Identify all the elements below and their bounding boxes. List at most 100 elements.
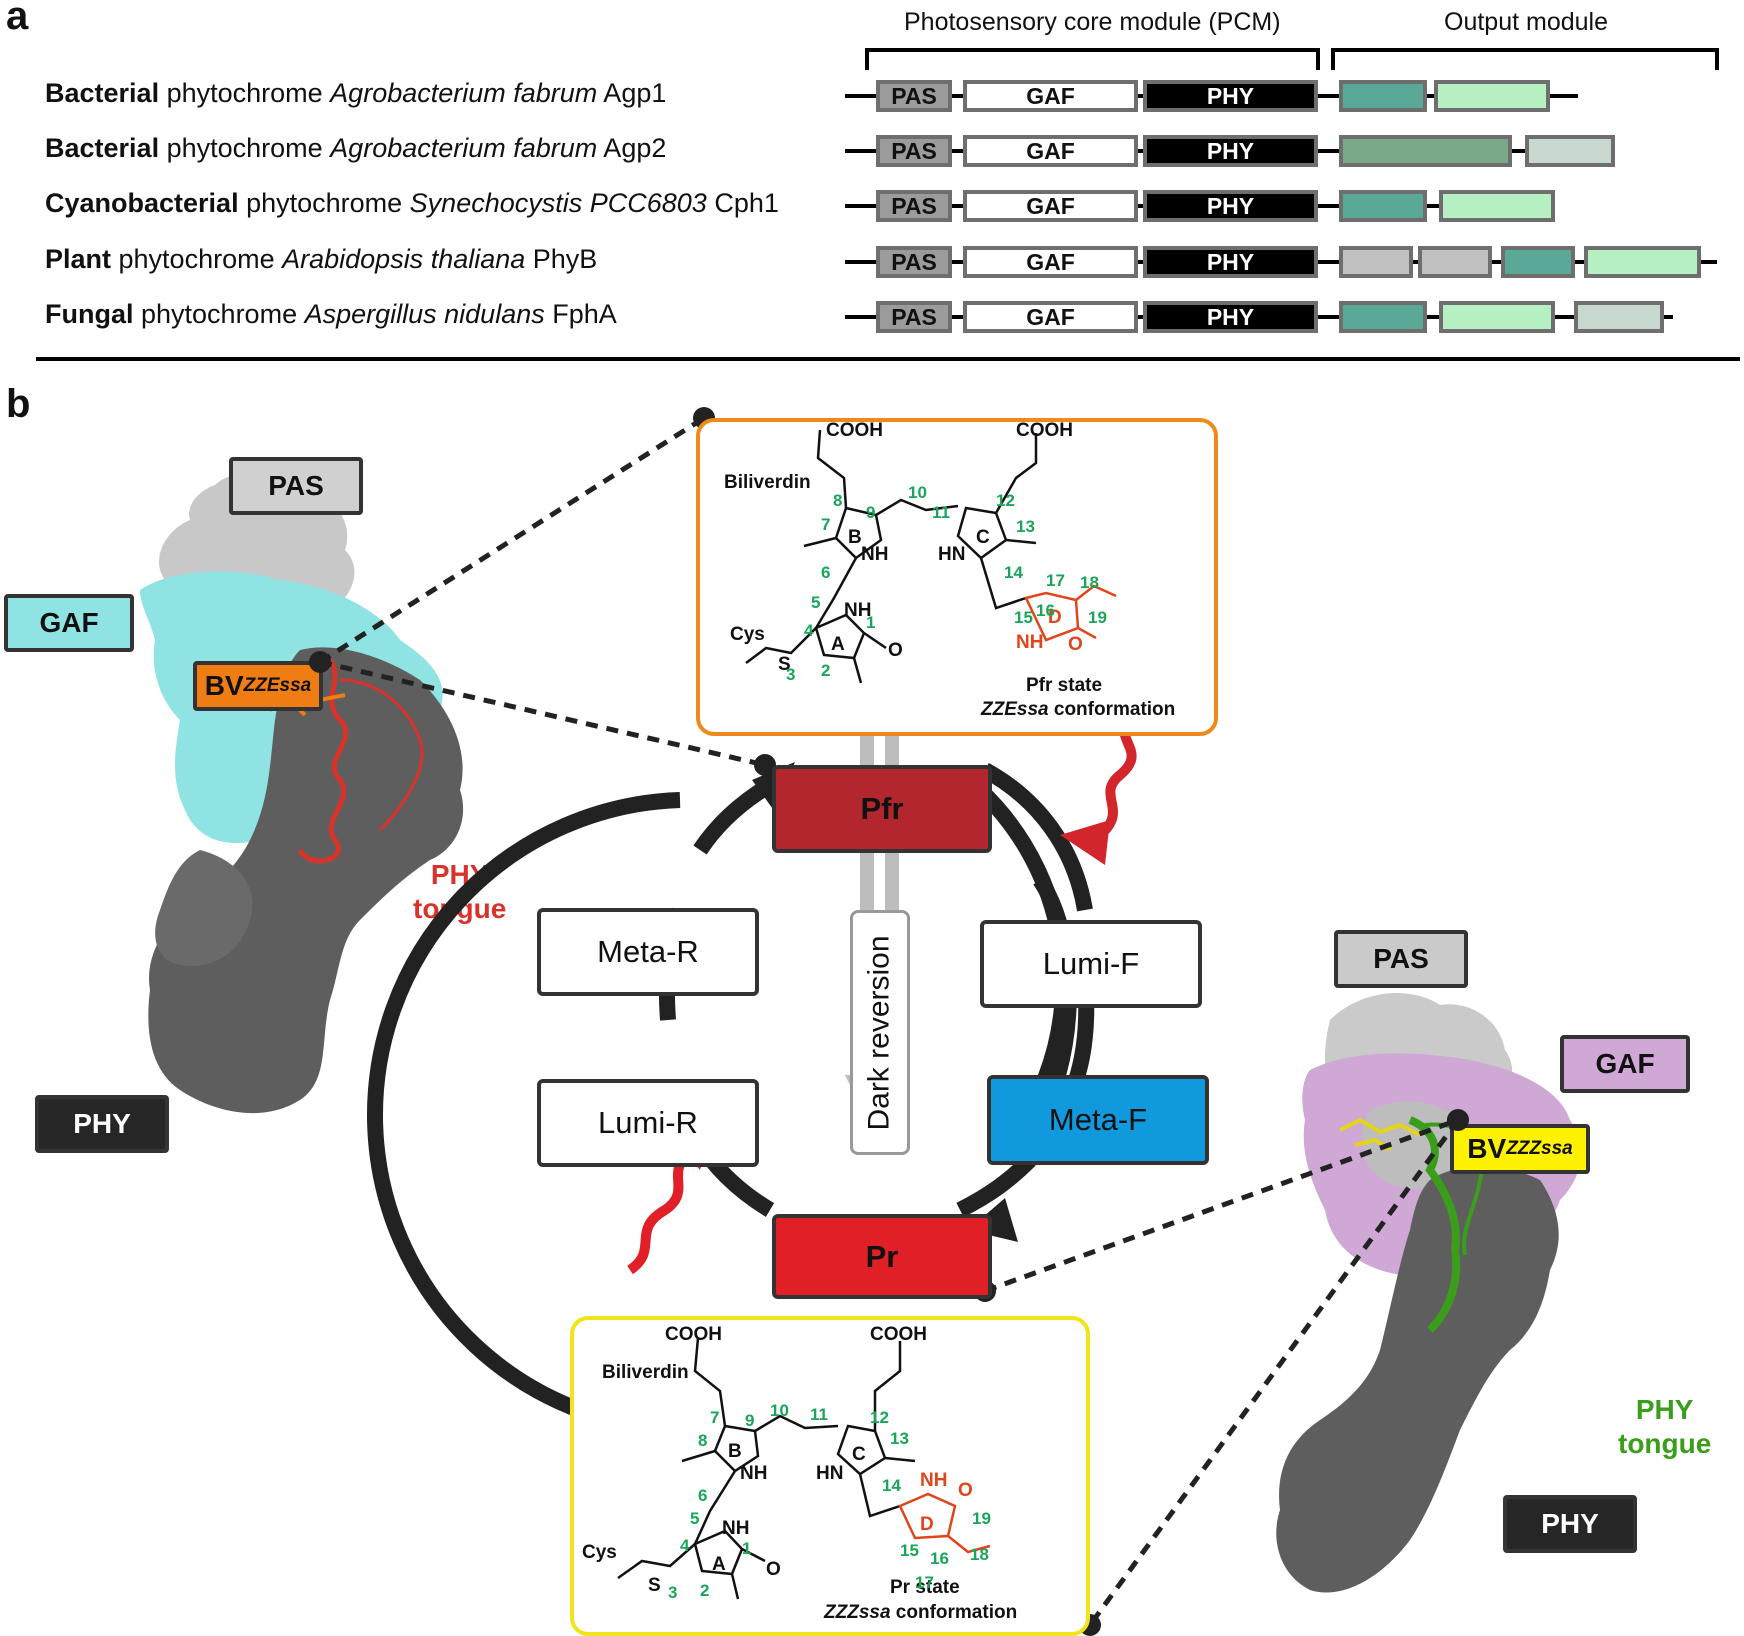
- output-module-header: Output module: [1444, 8, 1608, 36]
- pfr-biliverdin-structure: COOH COOH Biliverdin B C NH HN A NH O Cy…: [724, 420, 1175, 720]
- svg-text:7: 7: [821, 515, 830, 534]
- output-domain-grey: [1339, 246, 1413, 278]
- gaf-domain: GAF: [963, 246, 1138, 278]
- pr-state: Pr: [772, 1214, 992, 1299]
- row-agp1-label: Bacterial phytochrome Agrobacterium fabr…: [45, 78, 667, 108]
- svg-text:10: 10: [770, 1401, 789, 1420]
- svg-text:4: 4: [680, 1536, 690, 1555]
- output-domain-lightgreen: [1439, 301, 1555, 333]
- svg-text:10: 10: [908, 483, 927, 502]
- row-cph1-label: Cyanobacterial phytochrome Synechocystis…: [45, 188, 779, 218]
- phy-domain: PHY: [1143, 246, 1318, 278]
- right-gaf-tag: GAF: [1560, 1035, 1690, 1093]
- chem-label: COOH: [870, 1324, 927, 1345]
- phy-domain: PHY: [1143, 135, 1318, 167]
- svg-text:18: 18: [1080, 573, 1099, 592]
- pr-conformation-caption: ZZZssa conformation: [823, 1602, 1017, 1623]
- output-domain-darkgreen: [1339, 135, 1512, 167]
- row-agp2-label: Bacterial phytochrome Agrobacterium fabr…: [45, 133, 667, 163]
- svg-text:11: 11: [810, 1405, 828, 1424]
- svg-text:15: 15: [900, 1541, 919, 1560]
- pr-biliverdin-box: [570, 1316, 1090, 1636]
- right-protein-structure: [1276, 993, 1581, 1593]
- chem-label: NH: [740, 1463, 767, 1484]
- svg-text:1: 1: [866, 613, 875, 632]
- chem-label: A: [712, 1554, 726, 1575]
- svg-text:19: 19: [1088, 608, 1107, 627]
- pas-domain: PAS: [876, 246, 952, 278]
- chem-label: O: [766, 1559, 781, 1580]
- chem-label: O: [888, 640, 903, 661]
- svg-text:12: 12: [870, 1408, 889, 1427]
- svg-text:13: 13: [1016, 517, 1035, 536]
- chem-label: O: [1068, 634, 1083, 655]
- gaf-domain: GAF: [963, 301, 1138, 333]
- row-phyb-label: Plant phytochrome Arabidopsis thaliana P…: [45, 244, 598, 274]
- svg-text:3: 3: [786, 665, 795, 684]
- chem-label: Cys: [730, 624, 765, 645]
- svg-text:18: 18: [970, 1545, 989, 1564]
- chem-label: HN: [938, 544, 965, 565]
- svg-text:17: 17: [915, 1573, 934, 1592]
- chem-label: NH: [1016, 632, 1043, 653]
- output-domain-teal: [1339, 80, 1427, 112]
- chem-label: S: [648, 1575, 661, 1596]
- phy-domain: PHY: [1143, 190, 1318, 222]
- panel-b-letter: b: [6, 382, 31, 426]
- chem-label: B: [848, 527, 862, 548]
- phy-domain: PHY: [1143, 301, 1318, 333]
- gaf-domain: GAF: [963, 135, 1138, 167]
- svg-text:14: 14: [882, 1476, 901, 1495]
- pas-domain: PAS: [876, 190, 952, 222]
- pfr-state: Pfr: [772, 765, 992, 853]
- pas-domain: PAS: [876, 301, 952, 333]
- svg-text:11: 11: [932, 503, 950, 522]
- pfr-conformation-caption: ZZEssa conformation: [980, 699, 1175, 720]
- svg-text:19: 19: [972, 1509, 991, 1528]
- output-domain-lightgreen: [1584, 246, 1701, 278]
- chem-label: C: [852, 1444, 866, 1465]
- chem-label: COOH: [1016, 420, 1073, 441]
- pr-state-caption: Pr state: [890, 1577, 960, 1598]
- chem-label: C: [976, 527, 990, 548]
- svg-text:16: 16: [1036, 601, 1055, 620]
- svg-text:6: 6: [821, 563, 830, 582]
- chem-label: O: [958, 1480, 973, 1501]
- output-domain-lightgreen: [1439, 190, 1555, 222]
- pr-box-title: Biliverdin: [602, 1362, 689, 1383]
- svg-text:14: 14: [1004, 563, 1023, 582]
- pr-biliverdin-structure: COOH COOH Biliverdin B C NH HN A NH O Cy…: [582, 1324, 1017, 1623]
- pcm-header: Photosensory core module (PCM): [904, 8, 1281, 36]
- svg-text:3: 3: [668, 1583, 677, 1602]
- output-domain-grey: [1418, 246, 1492, 278]
- meta-r-state: Meta-R: [537, 908, 759, 996]
- chem-label: HN: [816, 1463, 843, 1484]
- svg-text:2: 2: [821, 661, 830, 680]
- chem-label: D: [1048, 607, 1062, 628]
- chem-label: NH: [920, 1470, 947, 1491]
- dark-reversion-label: Dark reversion: [863, 934, 896, 1131]
- chem-label: S: [778, 654, 791, 675]
- dark-reversion-box: Dark reversion: [850, 910, 910, 1155]
- pfr-box-title: Biliverdin: [724, 472, 811, 493]
- chem-label: COOH: [665, 1324, 722, 1345]
- svg-text:9: 9: [866, 503, 875, 522]
- output-domain-teal: [1339, 301, 1427, 333]
- output-domain-pale: [1525, 135, 1615, 167]
- svg-text:8: 8: [698, 1431, 707, 1450]
- output-domain-teal: [1501, 246, 1575, 278]
- chem-label: D: [920, 1514, 934, 1535]
- svg-text:4: 4: [804, 621, 814, 640]
- svg-text:13: 13: [890, 1429, 909, 1448]
- pfr-biliverdin-box: [696, 418, 1218, 736]
- svg-text:2: 2: [700, 1581, 709, 1600]
- gaf-domain: GAF: [963, 190, 1138, 222]
- chem-label: COOH: [826, 420, 883, 441]
- svg-text:6: 6: [698, 1486, 707, 1505]
- lumi-r-state: Lumi-R: [537, 1079, 759, 1167]
- panel-a-letter: a: [6, 0, 29, 38]
- left-gaf-tag: GAF: [4, 594, 134, 652]
